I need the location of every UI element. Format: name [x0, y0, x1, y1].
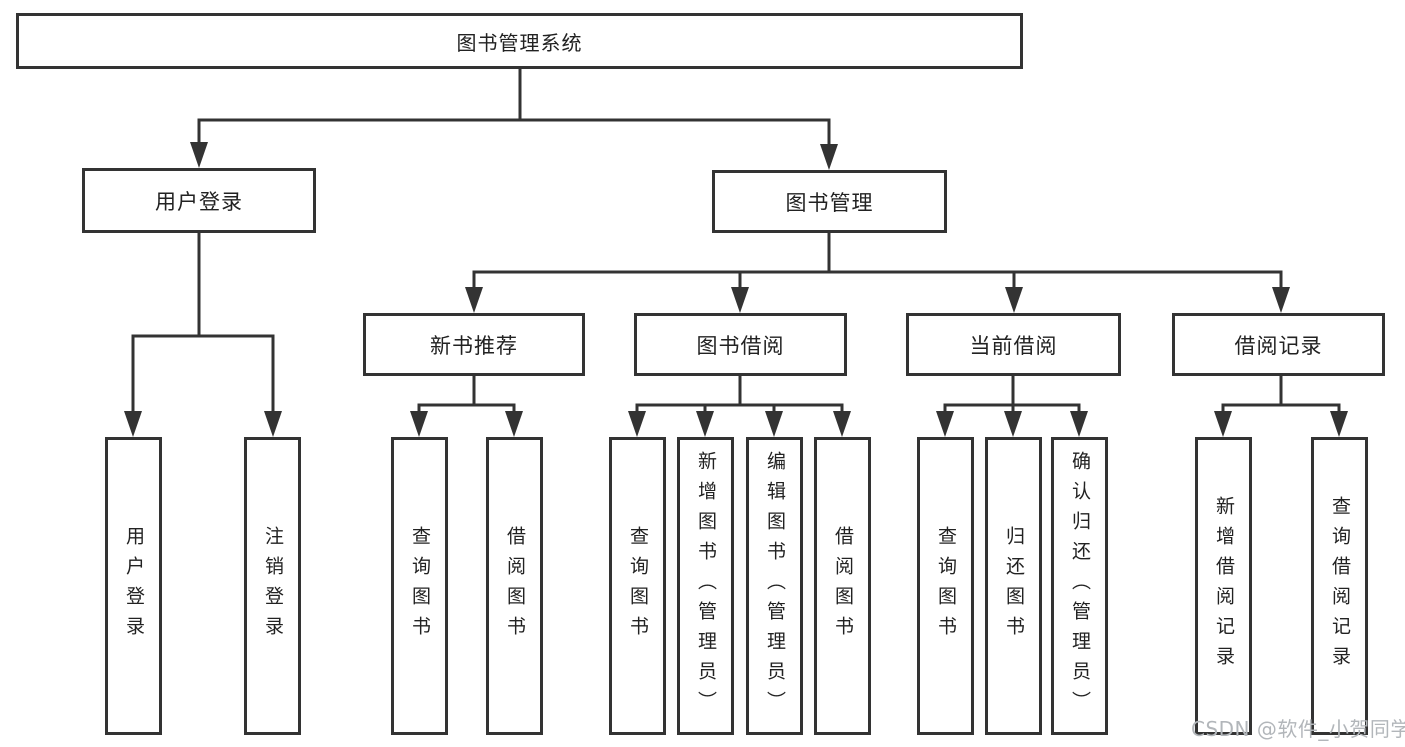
arrowhead [1070, 411, 1088, 437]
arrowhead [1330, 411, 1348, 437]
node-edit-books-admin: 编辑图书（管理员） [746, 437, 803, 735]
arrowhead [696, 411, 714, 437]
arrowhead [731, 287, 749, 313]
node-label: 图书借阅 [696, 333, 785, 358]
arrowhead [820, 144, 838, 170]
node-current-borrowing: 当前借阅 [906, 313, 1121, 376]
node-book-management: 图书管理 [712, 170, 947, 233]
arrowhead [465, 287, 483, 313]
node-book-borrowing: 图书借阅 [634, 313, 847, 376]
connector-borrowing-records-to-leaves [1221, 374, 1341, 417]
arrowhead [1272, 287, 1290, 313]
connector-current-borrowing-to-leaves [943, 374, 1081, 417]
connector-root-to-level2 [197, 67, 831, 150]
arrowhead [505, 411, 523, 437]
arrowhead [628, 411, 646, 437]
connector-user-login-to-leaves [131, 231, 275, 417]
node-logout: 注销登录 [244, 437, 301, 735]
node-borrowing-records: 借阅记录 [1172, 313, 1385, 376]
node-query-borrow-record: 查询借阅记录 [1311, 437, 1368, 735]
node-confirm-return-admin: 确认归还（管理员） [1051, 437, 1108, 735]
node-new-book-recommendation: 新书推荐 [363, 313, 585, 376]
connector-book-borrowing-to-leaves [635, 375, 844, 417]
connector-new-book-recommendation-to-leaves [417, 374, 516, 417]
arrowhead [410, 411, 428, 437]
arrowhead [264, 411, 282, 437]
node-user-login: 用户登录 [82, 168, 316, 233]
node-borrow-books-borrowing: 借阅图书 [814, 437, 871, 735]
node-query-books-recommend: 查询图书 [391, 437, 448, 735]
arrowhead [124, 411, 142, 437]
node-label: 当前借阅 [969, 333, 1058, 358]
arrowhead [1004, 411, 1022, 437]
node-library-management-system: 图书管理系统 [16, 13, 1023, 69]
node-label: 新书推荐 [430, 333, 518, 358]
arrowhead [765, 411, 783, 437]
node-query-books-borrowing: 查询图书 [609, 437, 666, 735]
arrowhead [833, 411, 851, 437]
arrowhead [1214, 411, 1232, 437]
node-label: 图书管理 [785, 190, 874, 215]
arrowhead [1005, 287, 1023, 313]
node-add-borrow-record: 新增借阅记录 [1195, 437, 1252, 735]
node-label: 用户登录 [155, 189, 243, 214]
node-user-login-leaf: 用户登录 [105, 437, 162, 735]
node-label: 借阅记录 [1234, 333, 1323, 358]
arrowhead [190, 142, 208, 168]
node-add-books-admin: 新增图书（管理员） [677, 437, 734, 735]
watermark-text: CSDN @软件_小贺同学 [1191, 717, 1405, 741]
node-borrow-books-recommend: 借阅图书 [486, 437, 543, 735]
arrowhead [936, 411, 954, 437]
connector-book-management-to-level3 [472, 231, 1283, 293]
node-return-books: 归还图书 [985, 437, 1042, 735]
node-label: 图书管理系统 [456, 30, 583, 55]
node-query-books-current: 查询图书 [917, 437, 974, 735]
